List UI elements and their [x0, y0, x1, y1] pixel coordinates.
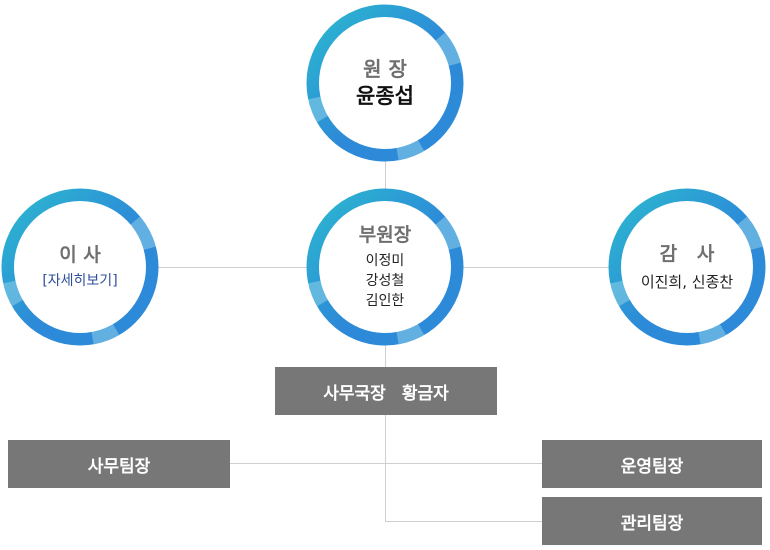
auditor-node: 감 사 이진희, 신종찬: [607, 187, 767, 347]
office-team-box: 사무팀장: [8, 440, 230, 488]
ring-band: [306, 4, 464, 162]
director-node: 원 장 윤종섭: [305, 3, 465, 163]
vice-director-node: 부원장 이정미 강성철 김인한: [305, 187, 465, 347]
connector-director-vice: [385, 160, 386, 190]
ring-band: [306, 188, 464, 346]
connector-vice-auditor: [462, 267, 612, 268]
vice-director-name-3: 김인한: [365, 293, 405, 309]
connector-office-team: [230, 463, 542, 464]
board-role: 이 사: [59, 244, 101, 266]
connector-board-vice: [157, 267, 312, 268]
management-team-box: 관리팀장: [542, 497, 762, 545]
operations-team-label: 운영팀장: [620, 456, 684, 477]
ring-highlight: [608, 188, 766, 346]
vice-director-role: 부원장: [358, 224, 412, 246]
vice-director-name-2: 강성철: [365, 273, 405, 289]
auditor-role: 감 사: [659, 243, 715, 265]
ring-highlight: [306, 4, 464, 162]
operations-team-box: 운영팀장: [542, 440, 762, 488]
ring-highlight: [306, 188, 464, 346]
vice-director-name-1: 이정미: [365, 253, 405, 269]
connector-secretary-teams: [385, 415, 386, 522]
office-team-label: 사무팀장: [87, 456, 151, 477]
ring-highlight: [1, 188, 159, 346]
ring-band: [1, 188, 159, 346]
director-role: 원 장: [363, 57, 407, 81]
connector-vice-secretary: [385, 345, 386, 367]
secretary-general-title: 사무국장: [323, 383, 386, 404]
auditor-names: 이진희, 신종찬: [640, 273, 734, 291]
secretary-general-name: 황금자: [401, 383, 449, 404]
board-details-link[interactable]: [자세히보기]: [42, 273, 118, 289]
board-node: 이 사 [자세히보기]: [0, 187, 160, 347]
secretary-general-box: 사무국장 황금자: [275, 367, 497, 415]
management-team-label: 관리팀장: [620, 513, 684, 534]
ring-band: [608, 188, 766, 346]
ring-highlight: [306, 4, 464, 162]
connector-management-team: [385, 521, 542, 522]
ring-highlight: [1, 188, 159, 346]
director-name: 윤종섭: [356, 84, 414, 108]
